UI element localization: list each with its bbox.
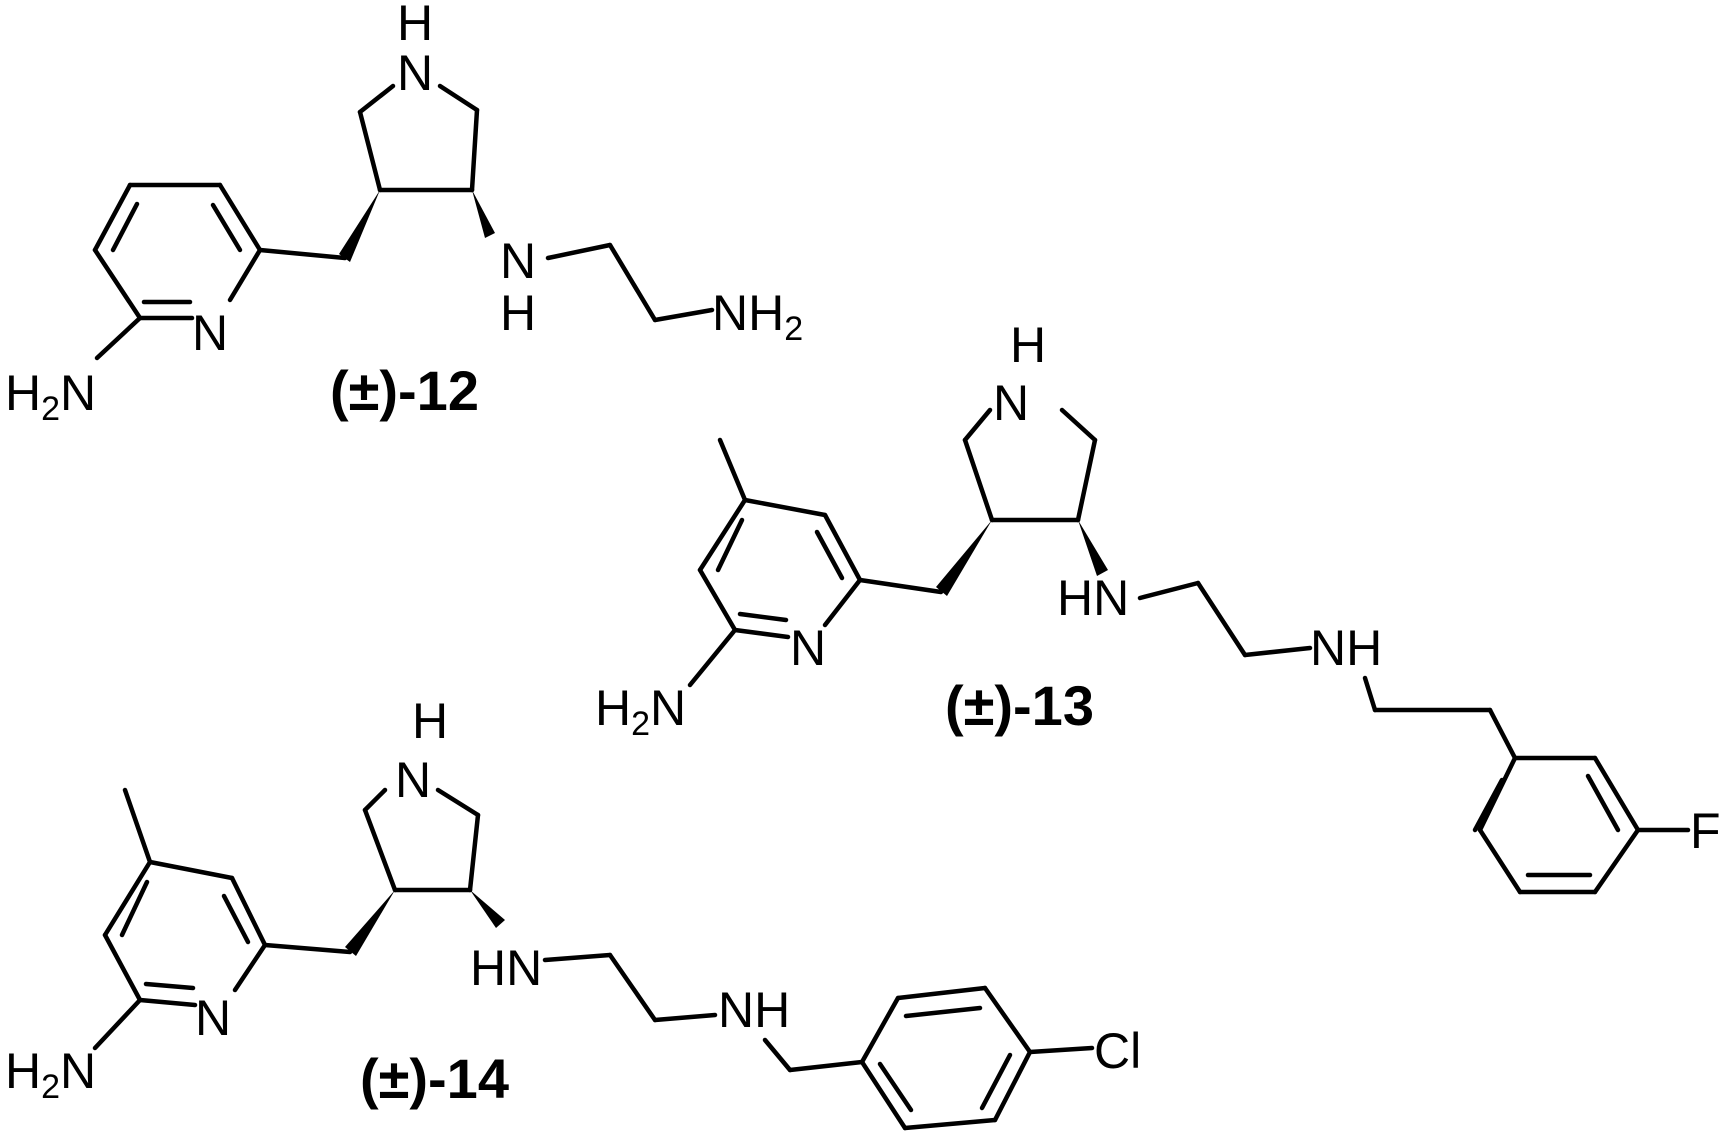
ring-nh-hydrogen: H (397, 0, 433, 51)
compound-13: H N HN NH N H2N F (±)-13 (595, 317, 1721, 895)
terminal-amine: NH2 (712, 285, 803, 348)
amino-group: H2N (5, 365, 96, 428)
pyridine-nitrogen: N (790, 620, 826, 676)
chlorine-atom: Cl (1094, 1023, 1141, 1079)
amine-nitrogen: N (500, 233, 536, 289)
ring-nh-hydrogen: H (1010, 317, 1046, 373)
compound-13-label: (±)-13 (945, 674, 1094, 737)
pyridine-nitrogen: N (195, 990, 231, 1046)
compound-12: H N N H NH2 N H2N (±)-12 (5, 0, 803, 428)
pyridine-nitrogen: N (192, 305, 228, 361)
secondary-amine-hn: HN (1057, 570, 1129, 626)
ring-nh-hydrogen: H (412, 693, 448, 749)
compound-12-label: (±)-12 (330, 359, 479, 422)
fluorine-atom: F (1690, 803, 1721, 859)
ring-nitrogen: N (395, 752, 431, 808)
ring-nitrogen: N (993, 375, 1029, 431)
amino-group: H2N (5, 1043, 96, 1106)
secondary-amine-hn: HN (470, 940, 542, 996)
amine-hydrogen: H (500, 285, 536, 341)
compound-14-label: (±)-14 (360, 1047, 509, 1110)
ring-nitrogen: N (397, 45, 433, 101)
compound-14: H N HN NH N H2N Cl (±)-14 (5, 693, 1141, 1131)
secondary-amine-nh: NH (1310, 620, 1382, 676)
secondary-amine-nh: NH (718, 982, 790, 1038)
amino-group: H2N (595, 680, 686, 743)
